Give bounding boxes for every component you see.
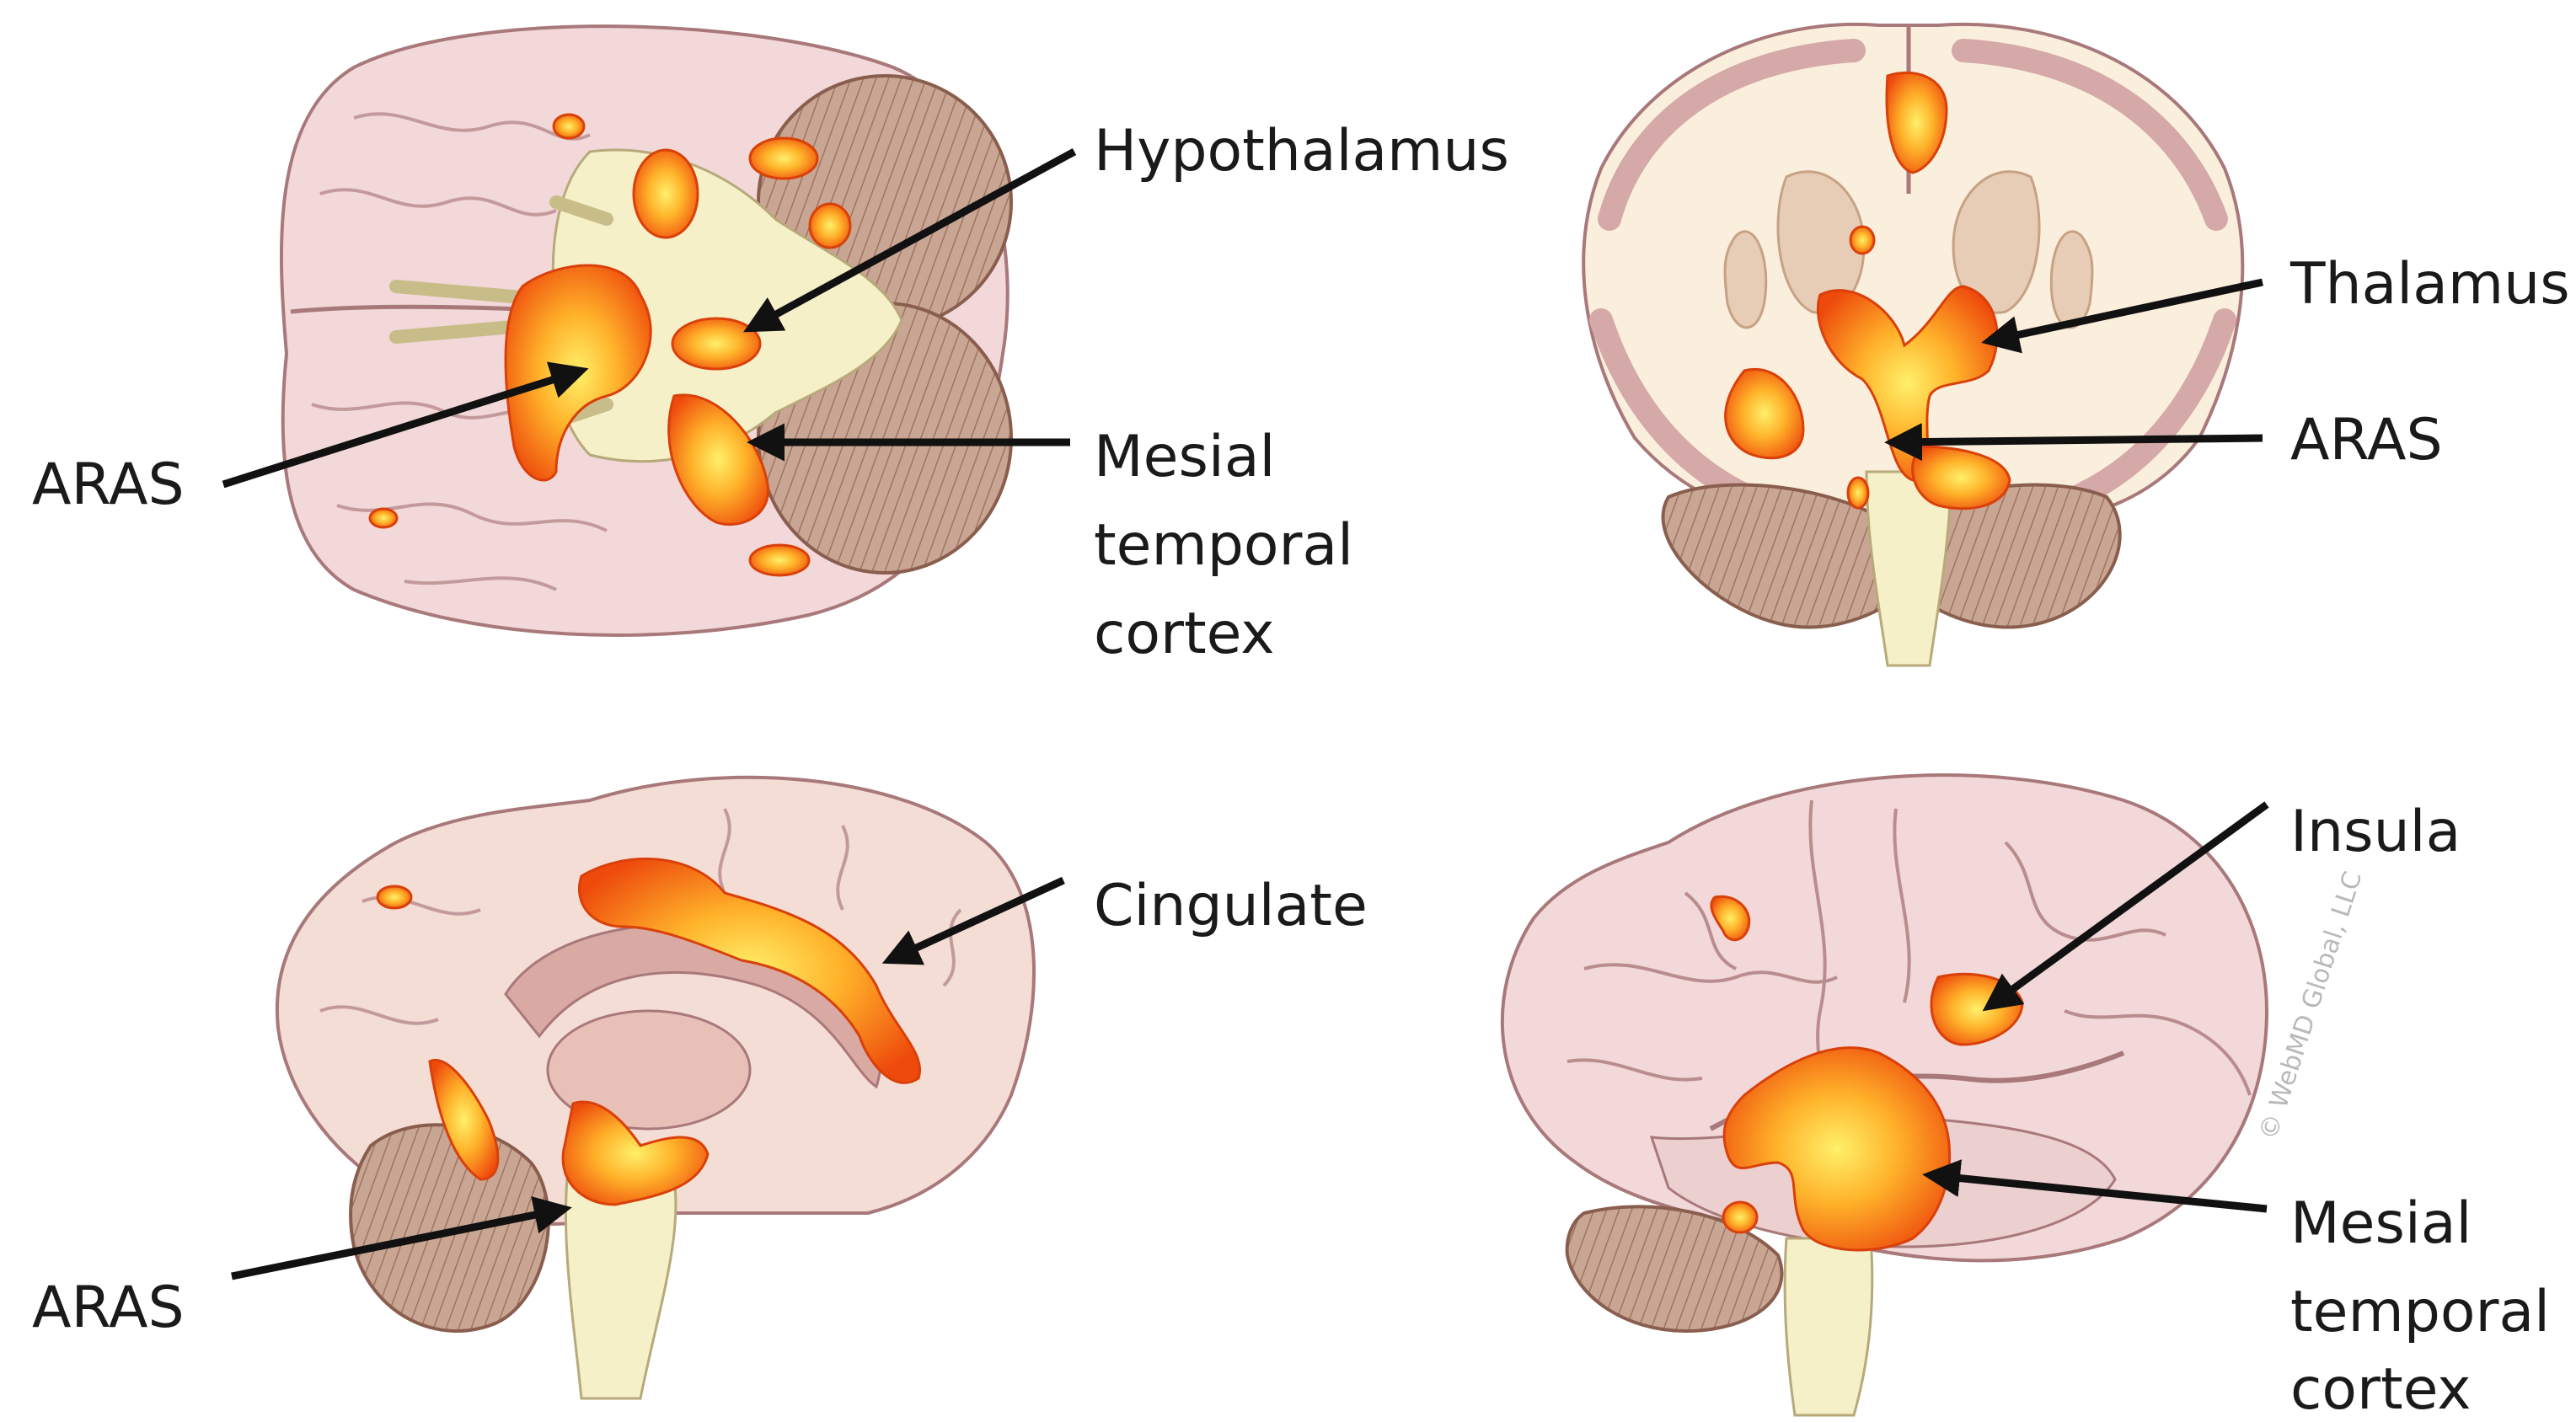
label-mesial-lateral-3: cortex (2290, 1356, 2472, 1422)
label-mesial-inferior-3: cortex (1094, 601, 1275, 667)
midsagittal-brain-view: Cingulate ARAS (32, 778, 1368, 1398)
coronal-brain-view: Thalamus ARAS (1583, 24, 2569, 666)
label-aras-coronal: ARAS (2290, 407, 2443, 473)
webmd-watermark: © WebMD Global, LLC (2253, 868, 2368, 1143)
label-mesial-lateral-1: Mesial (2290, 1190, 2472, 1257)
lateral-brain-view: © WebMD Global, LLC Insula Mesial tempor… (1502, 775, 2550, 1422)
arrow-aras-coronal (1892, 438, 2263, 442)
midsagittal-cerebellum (351, 1125, 549, 1331)
label-mesial-inferior-1: Mesial (1094, 424, 1275, 490)
label-thalamus: Thalamus (2289, 251, 2570, 318)
label-mesial-inferior-2: temporal (1094, 512, 1353, 579)
inferior-brain-view: Hypothalamus ARAS Mesial temporal cortex (32, 26, 1509, 667)
label-aras-inferior: ARAS (32, 452, 185, 518)
label-aras-midsagittal: ARAS (32, 1275, 185, 1341)
label-hypothalamus: Hypothalamus (1094, 118, 1509, 184)
lateral-brainstem (1785, 1238, 1872, 1415)
label-cingulate: Cingulate (1094, 873, 1368, 939)
label-insula: Insula (2290, 799, 2461, 865)
label-mesial-lateral-2: temporal (2290, 1279, 2550, 1345)
